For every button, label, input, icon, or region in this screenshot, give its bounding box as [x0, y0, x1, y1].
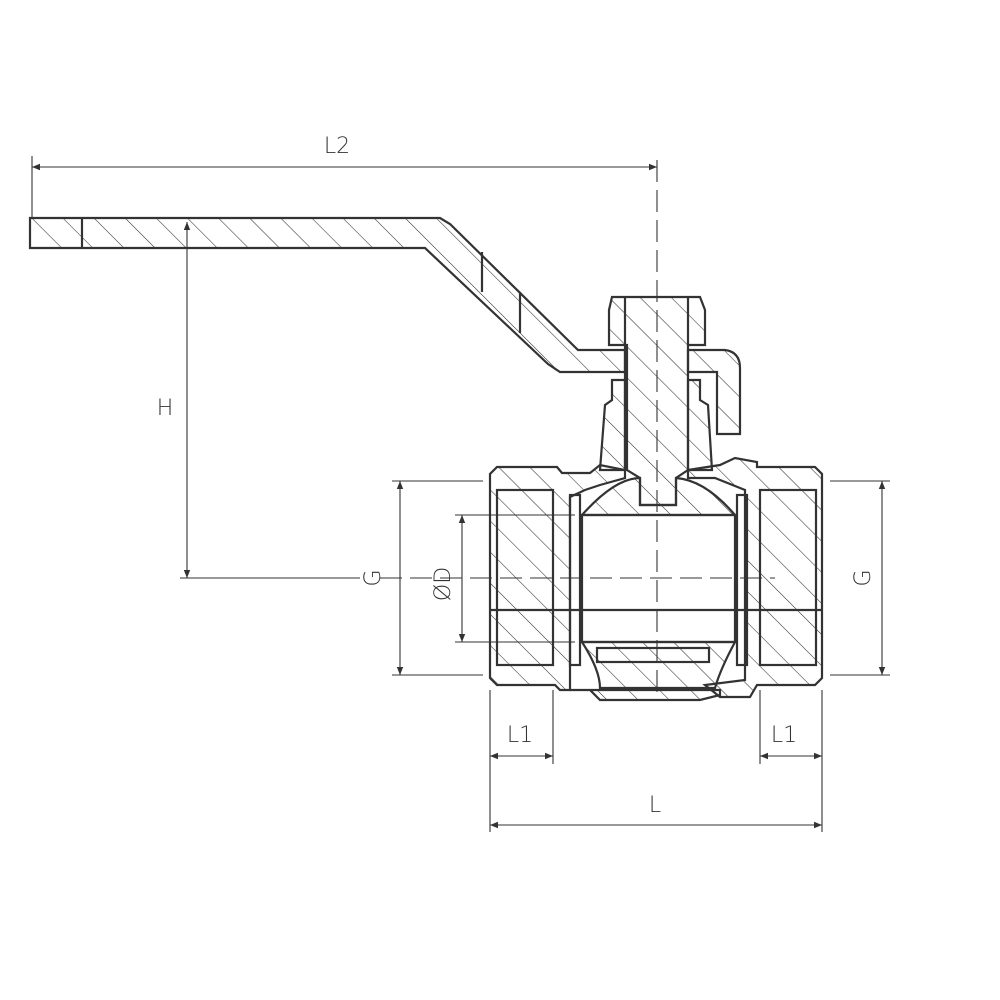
- dimension-l2: L2: [31, 134, 657, 218]
- dimension-l1-right: L1: [759, 690, 823, 832]
- dimension-bore: ØD: [431, 514, 575, 643]
- label-h: H: [157, 396, 174, 421]
- label-l1-left: L1: [507, 723, 533, 748]
- dimension-g-left: G: [361, 480, 483, 676]
- label-bore: ØD: [431, 567, 456, 601]
- lever-handle: [28, 216, 627, 374]
- dimension-h: H: [157, 222, 360, 579]
- label-l2: L2: [324, 134, 350, 159]
- label-g-right: G: [851, 569, 876, 586]
- dimension-l1-left: L1: [489, 690, 554, 832]
- valve-ball: [568, 476, 749, 690]
- dimension-g-right: G: [830, 480, 890, 676]
- label-l1-right: L1: [771, 723, 797, 748]
- dimension-l: L: [490, 793, 822, 829]
- label-g-left: G: [361, 569, 386, 586]
- label-l: L: [649, 793, 661, 818]
